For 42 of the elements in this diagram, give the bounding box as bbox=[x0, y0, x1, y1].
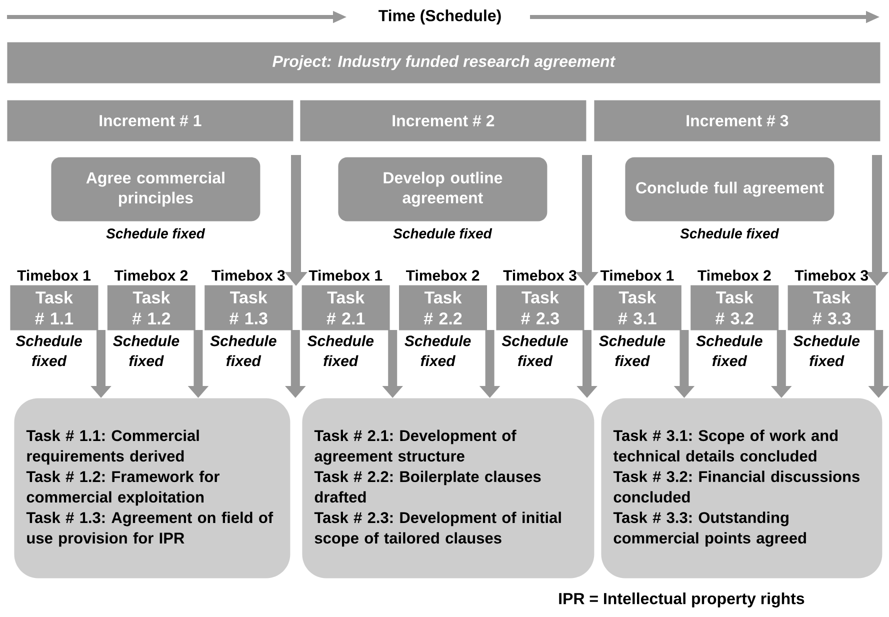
timebox-label: Timebox 1 bbox=[600, 270, 674, 281]
increment-bar: Increment # 3 bbox=[594, 100, 880, 142]
timebox-label: Timebox 2 bbox=[698, 270, 771, 281]
schedule-note: Schedule fixed bbox=[599, 335, 666, 366]
timebox-label: Timebox 3 bbox=[503, 270, 576, 281]
title-bar: Project: Industry funded research agreement bbox=[7, 42, 880, 84]
outcome-box: Task # 1.1: Commercial requirements derived Task # 1.2: Framework for commercial exploitation Task # 1.3: Agreement on field of use provision for IPR bbox=[14, 398, 290, 578]
task-box: Task # 1.2 bbox=[107, 285, 196, 330]
timebox-label: Timebox 2 bbox=[406, 270, 480, 281]
phase-box: Agree commercial principles bbox=[51, 157, 260, 222]
schedule-note: Schedule fixed bbox=[210, 335, 276, 366]
schedule-note: Schedule fixed bbox=[307, 335, 374, 366]
timebox-label: Timebox 1 bbox=[308, 270, 382, 281]
task-box: Task # 3.2 bbox=[690, 285, 779, 330]
timebox-label: Timebox 2 bbox=[114, 270, 188, 281]
schedule-note: Schedule fixed bbox=[16, 335, 82, 366]
outcome-box: Task # 3.1: Scope of work and technical details concluded Task # 3.2: Financial discussions concluded Task # 3.3: Outstanding commercial points agreed bbox=[601, 398, 882, 578]
axis-title: Time (Schedule) bbox=[374, 6, 506, 28]
schedule-note: Schedule fixed bbox=[680, 228, 780, 238]
timebox-label: Timebox 3 bbox=[212, 270, 285, 281]
task-box: Task # 1.3 bbox=[204, 285, 293, 330]
footnote: IPR = Intellectual property rights bbox=[559, 592, 804, 608]
task-box: Task # 3.3 bbox=[788, 285, 876, 330]
schedule-note: Schedule fixed bbox=[393, 228, 492, 238]
increment-bar: Increment # 2 bbox=[300, 100, 586, 142]
timebox-label: Timebox 3 bbox=[794, 270, 868, 281]
outcome-box: Task # 2.1: Development of agreement structure Task # 2.2: Boilerplate clauses drafted Task # 2.3: Development of initial scope of tailored clauses bbox=[302, 398, 594, 578]
timebox-label: Timebox 1 bbox=[17, 270, 91, 281]
task-box: Task # 2.2 bbox=[399, 285, 487, 330]
task-box: Task # 2.1 bbox=[302, 285, 390, 330]
schedule-note: Schedule fixed bbox=[404, 335, 471, 366]
schedule-note: Schedule fixed bbox=[502, 335, 568, 366]
schedule-note: Schedule fixed bbox=[106, 228, 206, 238]
task-box: Task # 2.3 bbox=[496, 285, 584, 330]
phase-box: Develop outline agreement bbox=[338, 157, 548, 222]
task-box: Task # 3.1 bbox=[593, 285, 682, 330]
schedule-note: Schedule fixed bbox=[113, 335, 180, 366]
phase-box: Conclude full agreement bbox=[625, 157, 834, 222]
schedule-note: Schedule fixed bbox=[696, 335, 762, 366]
schedule-note: Schedule fixed bbox=[793, 335, 860, 366]
task-box: Task # 1.1 bbox=[10, 285, 98, 330]
increment-bar: Increment # 1 bbox=[7, 100, 294, 142]
